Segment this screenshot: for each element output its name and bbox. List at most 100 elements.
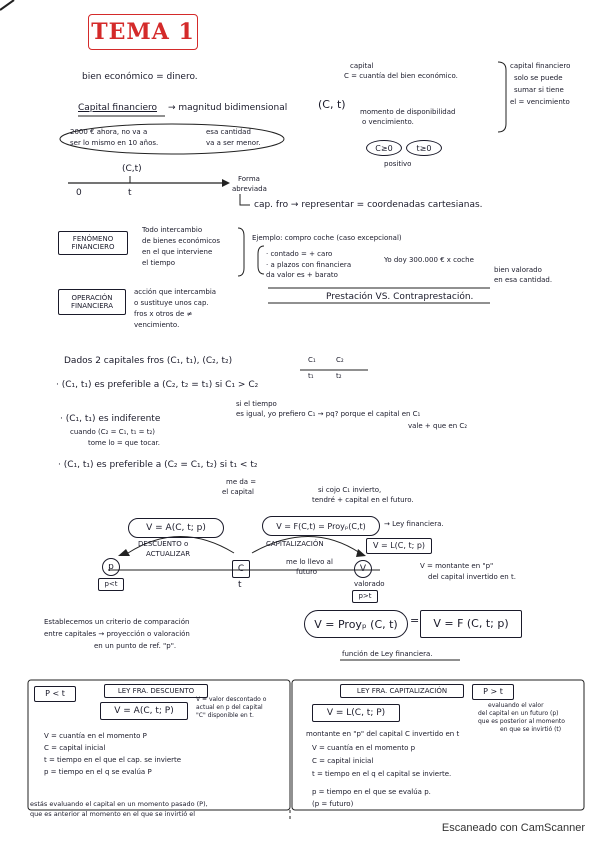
evaluando-1: evaluando el valor xyxy=(488,702,544,709)
operacion-line-3: fros x otros de ≠ xyxy=(134,310,193,318)
camscanner-watermark: Escaneado con CamScanner xyxy=(441,822,585,834)
descuento-1: DESCUENTO o xyxy=(138,540,189,548)
fenomeno-line-3: en el que interviene xyxy=(142,248,213,256)
capitalizacion: CAPITALIZACIÓN xyxy=(266,540,324,548)
indiferente-2: cuando (C₂ = C₁, t₁ = t₂) xyxy=(70,428,155,436)
p-circle: p xyxy=(102,558,120,576)
fenomeno-box: FENÓMENO FINANCIERO xyxy=(58,231,128,255)
bien-valorado-1: bien valorado xyxy=(494,266,542,274)
side-note-4: el = vencimiento xyxy=(510,98,570,106)
evaluando-2: del capital en un futuro (p) xyxy=(478,710,559,717)
equals-sign: = xyxy=(410,614,420,627)
fenomeno-line-2: de bienes económicos xyxy=(142,237,220,245)
fenomeno-line-1: Todo intercambio xyxy=(142,226,203,234)
c-positive-badge: C≥0 xyxy=(366,140,402,156)
forma-label-2: abreviada xyxy=(232,185,267,193)
yo-doy: Yo doy 300.000 € x coche xyxy=(384,256,474,264)
p-lt-t-box: p<t xyxy=(98,578,124,591)
capital-word: capital xyxy=(350,62,374,70)
montante-1: V = montante en "p" xyxy=(420,562,494,570)
indiferente-1: · (C₁, t₁) es indiferente xyxy=(60,414,161,424)
ejemplo-title: Ejemplo: compro coche (caso excepcional) xyxy=(252,234,402,242)
montante-2: del capital invertido en t. xyxy=(428,573,516,581)
c-box: C xyxy=(232,560,250,578)
t1-label: t₁ xyxy=(308,372,314,380)
vale-mas: vale + que en C₂ xyxy=(408,422,468,430)
t-definition-1: momento de disponibilidad xyxy=(360,108,456,116)
t-under-c: t xyxy=(238,580,242,590)
dados-capitales: Dados 2 capitales fros (C₁, t₁), (C₂, t₂… xyxy=(64,356,233,366)
positivo-label: positivo xyxy=(384,160,412,168)
ejemplo-contado: · contado = + caro xyxy=(266,250,333,258)
preferible-1: · (C₁, t₁) es preferible a (C₂, t₂ = t₁)… xyxy=(56,380,259,390)
proyeccion-formula: V = Proyₚ (C, t) xyxy=(304,610,408,638)
left-def-1: V = cuantía en el momento P xyxy=(44,732,147,740)
left-def-3: t = tiempo en el que el cap. se invierte xyxy=(44,756,182,764)
me-lo-llevo-1: me lo llevo al xyxy=(286,558,333,566)
descuento-formula: V = A(C, t; P) xyxy=(100,702,188,720)
page-title: TEMA 1 xyxy=(88,14,198,50)
operacion-box: OPERACIÓN FINANCIERA xyxy=(58,289,126,315)
evaluando-4: en que se invirtió (t) xyxy=(500,726,562,733)
p-gt-t-box: p>t xyxy=(352,590,378,603)
operacion-line-1: acción que intercambia xyxy=(134,288,217,296)
funcion-ley-financiera: función de Ley financiera. xyxy=(342,650,433,658)
right-def-1: montante en "p" del capital C invertido … xyxy=(306,730,460,738)
ct-small: (C,t) xyxy=(122,164,142,174)
capital-financiero-label: Capital financiero xyxy=(78,103,158,113)
t2-label: t₂ xyxy=(336,372,342,380)
left-def-2: C = capital inicial xyxy=(44,744,106,752)
v-circle: V xyxy=(354,560,372,578)
fenomeno-line-4: el tiempo xyxy=(142,259,176,267)
v-l-formula: V = L(C, t; p) xyxy=(366,538,432,554)
c1-label: C₁ xyxy=(308,356,316,364)
p-less-t-box: P < t xyxy=(34,686,76,702)
left-def-6: que es anterior al momento en el que se … xyxy=(30,810,196,818)
right-def-2: V = cuantía en el momento p xyxy=(312,744,416,752)
indiferente-3: tome lo = que tocar. xyxy=(88,439,160,447)
axis-zero: 0 xyxy=(76,188,82,198)
left-def-4: p = tiempo en el q se evalúa P xyxy=(44,768,152,776)
right-def-6: (p = futuro) xyxy=(312,800,354,808)
bien-economico: bien económico = dinero. xyxy=(82,72,198,82)
valor-descontado-1: V = valor descontado o xyxy=(196,696,267,703)
ley-financiera-formula: V = F (C, t; p) xyxy=(420,610,522,638)
valor-descontado-3: "C" disponible en t. xyxy=(196,712,254,719)
p-greater-t-box: P > t xyxy=(472,684,514,700)
valorado-label: valorado xyxy=(354,580,385,588)
establecemos-2: entre capitales → proyección o valoració… xyxy=(44,630,190,638)
es-igual: es igual, yo prefiero C₁ → pq? porque el… xyxy=(236,410,421,418)
cap-fro-note: cap. fro → representar = coordenadas car… xyxy=(254,200,483,210)
side-note-2: solo se puede xyxy=(514,74,563,82)
me-lo-llevo-2: futuro xyxy=(296,568,318,576)
capital-financiero-def: → magnitud bidimensional xyxy=(168,103,288,113)
bien-valorado-2: en esa cantidad. xyxy=(494,276,553,284)
capitalizacion-formula: V = L(C, t; P) xyxy=(312,704,400,722)
ejemplo-plazos-1: · a plazos con financiera xyxy=(266,261,352,269)
note-line-2: ser lo mismo en 10 años. xyxy=(70,139,159,147)
evaluando-3: que es posterior al momento xyxy=(478,718,565,725)
operacion-line-2: o sustituye unos cap. xyxy=(134,299,209,307)
t-definition-2: o vencimiento. xyxy=(362,118,414,126)
ejemplo-plazos-2: da valor es + barato xyxy=(266,271,338,279)
prestacion-vs: Prestación VS. Contraprestación. xyxy=(326,292,474,302)
descuento-2: ACTUALIZAR xyxy=(146,550,191,558)
t-positive-badge: t≥0 xyxy=(406,140,442,156)
ley-descuento-title: LEY FRA. DESCUENTO xyxy=(104,684,208,698)
v-f-formula: V = F(C,t) = Proyₚ(C,t) xyxy=(262,516,380,536)
ley-financiera: → Ley financiera. xyxy=(384,520,444,528)
right-def-5: p = tiempo en el que se evalúa p. xyxy=(312,788,431,796)
note-line-1: 2000 € ahora, no va a xyxy=(70,128,148,136)
operacion-line-4: vencimiento. xyxy=(134,321,180,329)
establecemos-1: Establecemos un criterio de comparación xyxy=(44,618,190,626)
preferible-2: · (C₁, t₁) es preferible a (C₂ = C₁, t₂)… xyxy=(58,460,258,470)
si-cojo-1: si cojo C₁ invierto, xyxy=(318,486,382,494)
right-def-3: C = capital inicial xyxy=(312,757,374,765)
establecemos-3: en un punto de ref. "p". xyxy=(94,642,177,650)
ct-pair: (C, t) xyxy=(318,98,346,111)
side-note-1: capital financiero xyxy=(510,62,571,70)
note-line-3: esa cantidad xyxy=(206,128,251,136)
side-note-3: sumar si tiene xyxy=(514,86,564,94)
note-line-4: va a ser menor. xyxy=(206,139,261,147)
